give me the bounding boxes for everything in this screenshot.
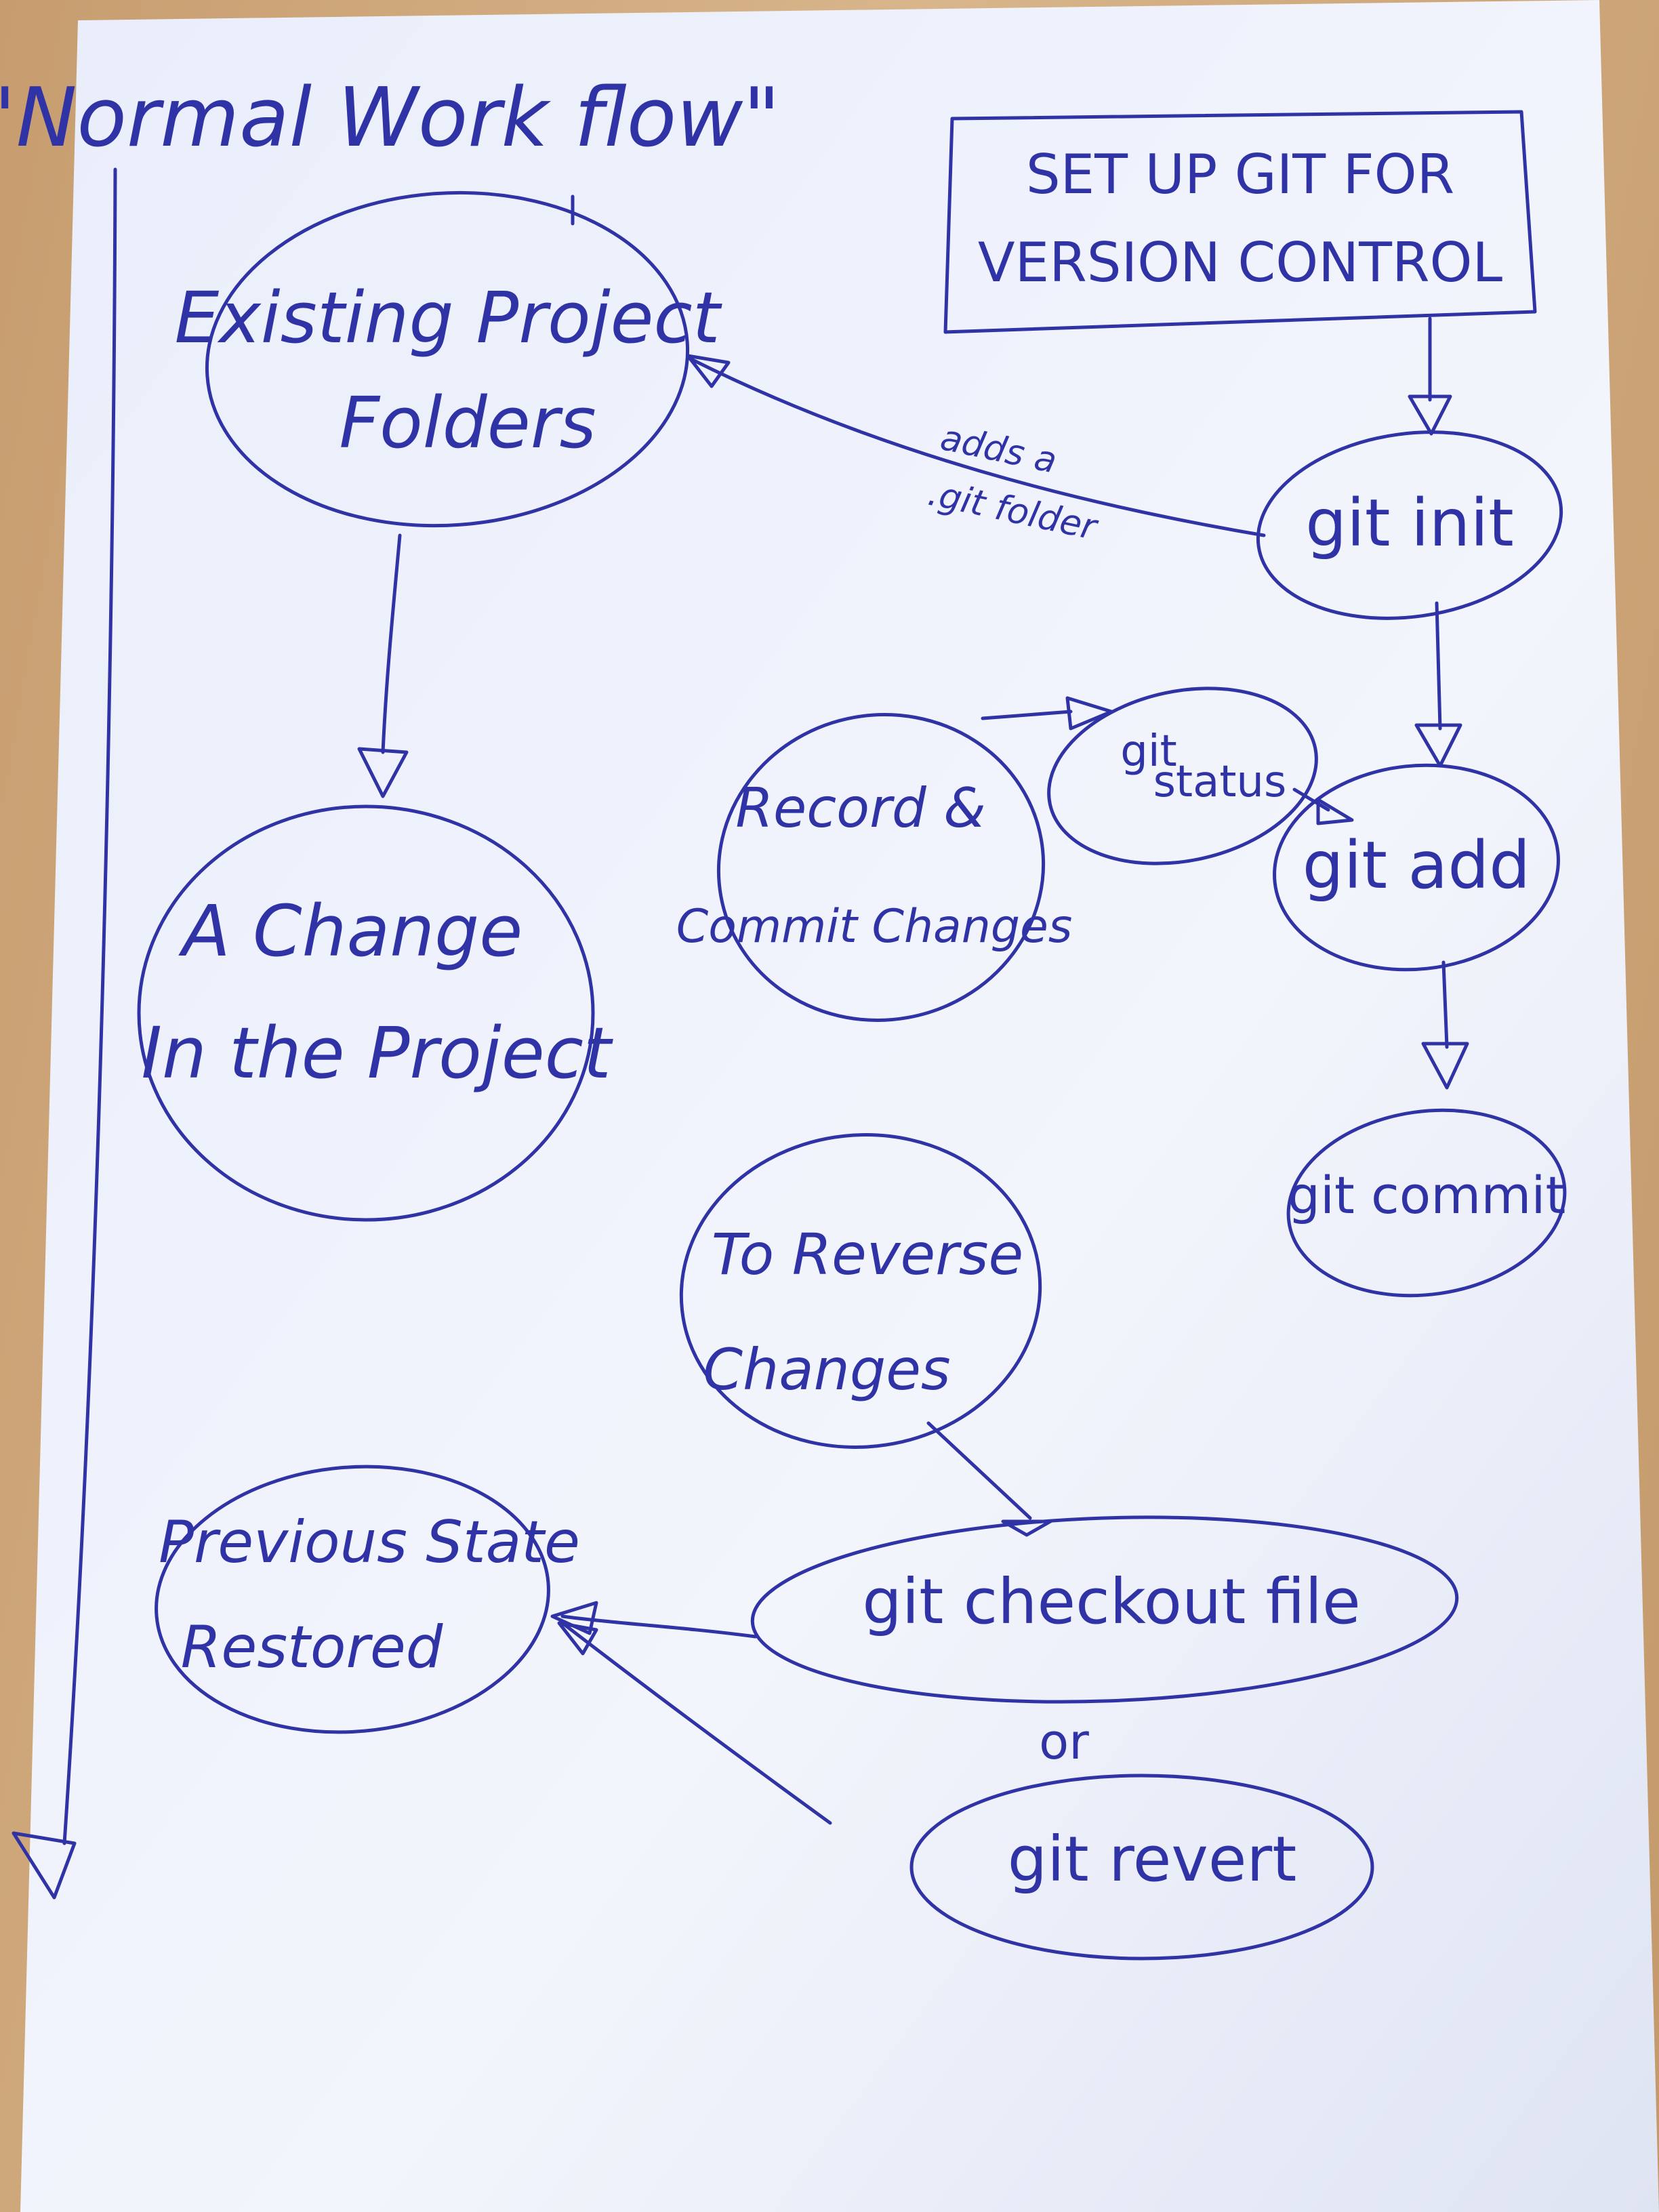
edge-status-to-add [1292,787,1330,812]
paper-sheet [20,0,1659,2212]
previous-state-ellipse [155,1465,550,1734]
setup-box [943,110,1537,334]
edge-revert-to-previous-head [557,1621,598,1656]
record-commit-node: Record & Commit Changes [676,713,1073,1022]
git-status-ellipse [1047,687,1318,865]
edge-init-to-existing-head [686,354,731,388]
existing-project-line1: Existing Project [175,276,722,359]
change-ellipse [137,804,595,1222]
edge-init-to-add-head [1414,723,1462,768]
existing-project-node: Existing Project Folders [175,190,722,528]
git-init-node: git init [1256,430,1563,620]
workflow-axis-line [62,167,117,1845]
existing-project-line2: Folders [339,382,596,464]
previous-state-line2: Restored [181,1614,443,1681]
workflow-axis-arrowhead [12,1831,77,1900]
reverse-changes-line1: To Reverse [712,1221,1023,1288]
setup-node: SET UP GIT FOR VERSION CONTROL [943,110,1537,334]
git-commit-label: git commit [1288,1165,1566,1225]
edge-status-to-add-head [1316,798,1354,825]
git-init-label: git init [1305,485,1514,561]
edge-existing-to-change [381,533,402,754]
existing-project-ellipse [205,190,690,528]
edge-setup-to-init-head [1408,394,1452,436]
setup-line1: SET UP GIT FOR [1026,143,1454,206]
edge-record-to-status [981,710,1073,720]
edge-existing-to-change-head [357,747,409,798]
change-line2: In the Project [141,1012,613,1094]
edge-reverse-to-checkout-head [1001,1519,1052,1537]
git-status-line2: status [1153,757,1287,807]
change-line1: A Change [178,890,523,972]
git-init-ellipse [1256,430,1563,620]
git-checkout-ellipse [750,1515,1459,1704]
record-commit-line1: Record & [735,777,985,840]
git-commit-ellipse [1286,1108,1567,1298]
git-checkout-node: git checkout file [750,1515,1459,1704]
record-commit-ellipse [716,713,1046,1022]
git-revert-ellipse [909,1774,1374,1961]
reverse-changes-node: To Reverse Changes [679,1133,1042,1449]
reverse-changes-line2: Changes [703,1336,950,1403]
edge-revert-to-previous [560,1621,832,1825]
edge-init-to-existing [689,357,1266,537]
edge-init-to-add [1435,601,1442,731]
edge-add-to-commit [1441,960,1449,1049]
git-status-node: git status [1047,687,1318,865]
edge-checkout-to-previous [560,1614,758,1639]
git-commit-node: git commit [1286,1108,1567,1298]
git-revert-label: git revert [1008,1823,1297,1896]
git-add-label: git add [1303,827,1530,903]
git-status-line1: git [1120,726,1177,777]
or-label: or [1039,1713,1089,1770]
edge-add-to-commit-head [1421,1042,1469,1090]
git-add-node: git add [1273,763,1560,972]
diagram-title: "Normal Work flow" [0,71,780,165]
setup-line2: VERSION CONTROL [978,231,1503,294]
record-commit-line2: Commit Changes [676,900,1073,954]
edge-reverse-to-checkout [926,1421,1032,1520]
previous-state-line1: Previous State [159,1509,580,1576]
reverse-changes-ellipse [679,1133,1042,1449]
change-node: A Change In the Project [137,804,613,1222]
git-checkout-label: git checkout file [862,1565,1360,1638]
edge-record-to-status-head [1065,696,1113,731]
git-revert-node: git revert [909,1774,1374,1961]
previous-state-node: Previous State Restored [155,1465,580,1734]
git-add-ellipse [1273,763,1560,972]
